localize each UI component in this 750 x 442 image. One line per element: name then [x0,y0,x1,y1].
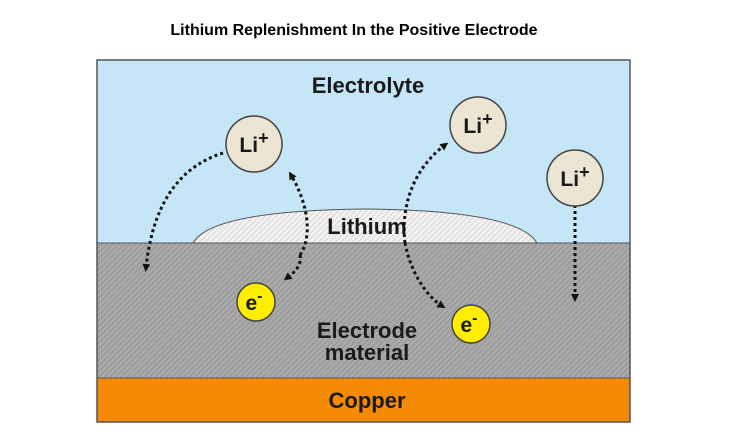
copper-label: Copper [329,388,406,413]
electrode-material-label-line1: Electrode [317,318,417,343]
arrow-lithium-to-li-left [288,171,309,256]
electron-left: e- [236,282,276,322]
electrolyte-label: Electrolyte [312,73,425,98]
lithium-deposit [192,208,538,244]
lithium-ion-right: Li+ [546,149,604,207]
arrow-li-to-electrode-left [142,151,224,272]
arrow-lithium-to-li-top [402,142,449,244]
diagram-title: Lithium Replenishment In the Positive El… [170,22,538,39]
arrow-lithium-to-electron-right [403,242,446,309]
lithium-ion-top: Li+ [449,96,507,154]
svg-text:e-: e- [460,310,477,337]
copper-region [97,378,630,422]
svg-text:Li+: Li+ [463,109,492,138]
electron-right: e- [451,304,491,344]
lithium-label: Lithium [327,214,406,239]
lithium-ion-left: Li+ [225,115,283,173]
electrode-material-label-line2: material [325,340,409,365]
diagram-border [96,59,631,423]
svg-text:Li+: Li+ [239,128,268,157]
electrode-material-region [97,243,630,378]
arrow-lithium-to-electron-left [283,254,302,281]
svg-text:e-: e- [245,288,262,315]
svg-text:Li+: Li+ [560,162,589,191]
